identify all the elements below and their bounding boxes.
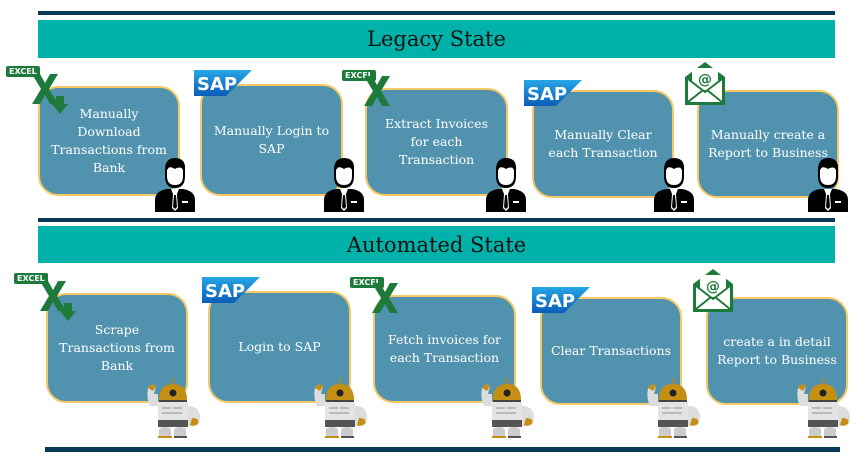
bottom-divider bbox=[45, 447, 840, 452]
step-box: Manually Login to SAP bbox=[200, 84, 343, 196]
step-box: Login to SAP bbox=[208, 291, 351, 403]
step-box: Manually Clear each Transaction bbox=[532, 90, 674, 198]
excel-icon: EXCEL bbox=[342, 70, 394, 106]
person-icon bbox=[322, 156, 366, 216]
sap-logo-icon: SAP bbox=[524, 80, 582, 106]
person-icon bbox=[484, 156, 528, 216]
step-label: Scrape Transactions from Bank bbox=[59, 322, 175, 373]
step-label: Manually create a Report to Business bbox=[708, 127, 828, 160]
step-label: create a in detail Report to Business bbox=[717, 334, 837, 367]
svg-text:SAP: SAP bbox=[535, 291, 575, 312]
sap-logo-icon: SAP bbox=[202, 277, 260, 303]
step-box: Manually create a Report to Business bbox=[697, 90, 839, 198]
person-icon bbox=[652, 156, 696, 216]
legacy-state-banner: Legacy State bbox=[38, 20, 835, 58]
sap-logo-icon: SAP bbox=[194, 70, 252, 96]
robot-icon bbox=[480, 378, 536, 444]
excel-download-icon: EXCEL bbox=[6, 66, 76, 116]
automated-state-title: Automated State bbox=[346, 232, 527, 257]
email-icon: @ bbox=[683, 61, 727, 107]
legacy-state-title: Legacy State bbox=[367, 27, 506, 51]
step-label: Manually Download Transactions from Bank bbox=[51, 106, 167, 175]
automated-state-banner: Automated State bbox=[38, 226, 835, 263]
svg-text:SAP: SAP bbox=[197, 74, 237, 95]
svg-text:SAP: SAP bbox=[205, 281, 245, 302]
robot-icon bbox=[646, 378, 702, 444]
step-box: Scrape Transactions from Bank bbox=[46, 293, 188, 403]
sap-logo-icon: SAP bbox=[532, 287, 590, 313]
step-label: Login to SAP bbox=[238, 339, 321, 354]
excel-download-icon: EXCEL bbox=[14, 273, 84, 323]
step-label: Manually Clear each Transaction bbox=[548, 127, 658, 160]
excel-icon: EXCEL bbox=[350, 277, 402, 313]
robot-icon bbox=[146, 378, 202, 444]
step-box: Clear Transactions bbox=[540, 297, 682, 405]
person-icon bbox=[806, 156, 850, 216]
step-label: Fetch invoices for each Transaction bbox=[388, 332, 501, 365]
step-label: Extract Invoices for each Transaction bbox=[384, 116, 488, 167]
middle-divider bbox=[38, 218, 835, 222]
email-icon: @ bbox=[691, 268, 735, 314]
robot-icon bbox=[313, 378, 369, 444]
person-icon bbox=[153, 156, 197, 216]
svg-text:@: @ bbox=[706, 279, 720, 295]
top-divider bbox=[38, 11, 835, 15]
svg-text:@: @ bbox=[698, 72, 712, 88]
step-box: create a in detail Report to Business bbox=[706, 297, 848, 405]
robot-icon bbox=[796, 378, 852, 444]
svg-text:SAP: SAP bbox=[527, 84, 567, 105]
step-label: Clear Transactions bbox=[550, 343, 672, 358]
step-label: Manually Login to SAP bbox=[213, 123, 330, 156]
